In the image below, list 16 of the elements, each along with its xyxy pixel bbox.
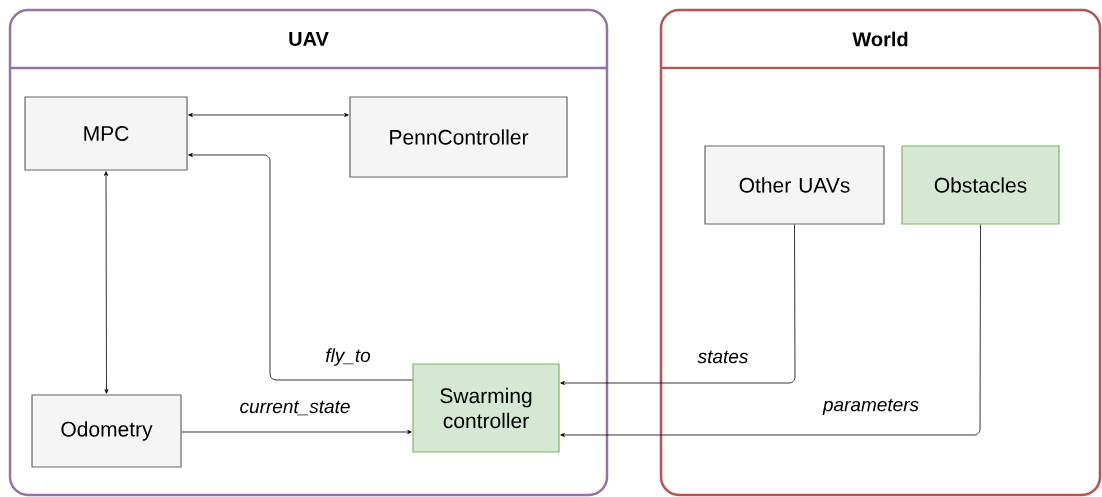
- arrow: [181, 430, 412, 434]
- edge-label: current_state: [238, 399, 352, 417]
- process-box: PennController: [349, 96, 568, 178]
- process-box: Odometry: [31, 394, 182, 468]
- process-box: Obstacles: [901, 145, 1060, 225]
- arrow: [560, 224, 981, 437]
- arrow: [560, 224, 796, 385]
- arrow: [188, 153, 413, 381]
- edge-label: states: [696, 349, 750, 365]
- process-box: Swarming controller: [412, 363, 560, 453]
- process-box: Other UAVs: [704, 145, 885, 225]
- process-box: MPC: [24, 96, 188, 171]
- arrow: [188, 113, 349, 117]
- edge-label: fly_to: [324, 347, 372, 367]
- arrow: [104, 171, 109, 394]
- edge-label: parameters: [821, 397, 921, 417]
